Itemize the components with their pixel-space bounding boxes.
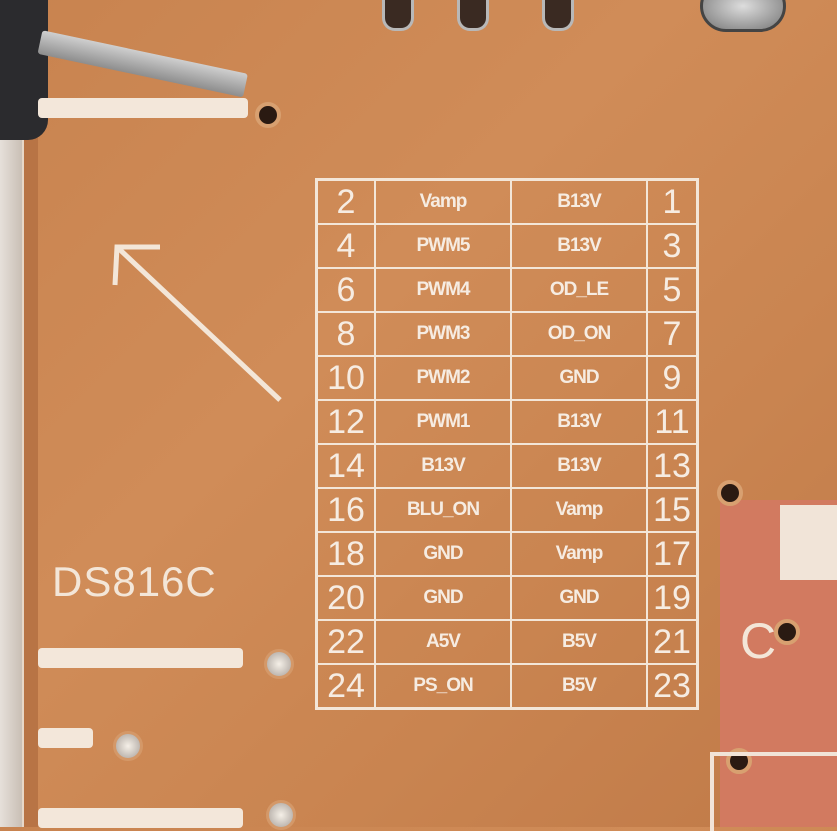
- signal-name: B13V: [510, 443, 648, 489]
- partial-label: C: [740, 613, 777, 669]
- signal-name: PWM1: [374, 399, 512, 445]
- solder-pad: [266, 800, 296, 830]
- pin-number: 1: [646, 178, 699, 225]
- board-label: DS816C: [52, 558, 217, 605]
- signal-name: B13V: [510, 178, 648, 225]
- mounting-hole: [255, 102, 281, 128]
- pin-number: 17: [646, 531, 699, 577]
- signal-name: B5V: [510, 619, 648, 665]
- via-hole: [774, 619, 800, 645]
- signal-name: PWM2: [374, 355, 512, 401]
- screw: [700, 0, 786, 32]
- component-lead: [382, 0, 414, 31]
- tool-blade: [37, 30, 248, 98]
- pin-number: 14: [315, 443, 376, 489]
- signal-name: GND: [374, 575, 512, 621]
- pin-number: 8: [315, 311, 376, 357]
- pin-number: 19: [646, 575, 699, 621]
- pin-number: 21: [646, 619, 699, 665]
- signal-name: PWM4: [374, 267, 512, 313]
- silkscreen-outline: [710, 752, 837, 831]
- silkscreen-block: [780, 505, 837, 580]
- signal-name: OD_LE: [510, 267, 648, 313]
- silkscreen-bar: [38, 808, 243, 828]
- tool-handle: [0, 0, 48, 140]
- pin-number: 16: [315, 487, 376, 533]
- pin-number: 7: [646, 311, 699, 357]
- pin-number: 15: [646, 487, 699, 533]
- arrow-icon: [112, 244, 282, 402]
- pin-number: 4: [315, 223, 376, 269]
- signal-name: OD_ON: [510, 311, 648, 357]
- silkscreen-bar: [38, 648, 243, 668]
- pin-number: 18: [315, 531, 376, 577]
- pin-number: 9: [646, 355, 699, 401]
- via-hole: [717, 480, 743, 506]
- signal-name: BLU_ON: [374, 487, 512, 533]
- signal-name: B13V: [510, 399, 648, 445]
- board-trace-edge: [22, 120, 38, 827]
- signal-name: A5V: [374, 619, 512, 665]
- signal-name: GND: [510, 355, 648, 401]
- signal-name: B13V: [374, 443, 512, 489]
- pin-number: 6: [315, 267, 376, 313]
- pin-number: 24: [315, 663, 376, 710]
- signal-name: Vamp: [510, 487, 648, 533]
- pin-number: 13: [646, 443, 699, 489]
- signal-name: Vamp: [510, 531, 648, 577]
- board-edge: [0, 0, 22, 827]
- pin-number: 5: [646, 267, 699, 313]
- component-lead: [457, 0, 489, 31]
- pin-number: 3: [646, 223, 699, 269]
- silkscreen-bar: [38, 98, 248, 118]
- solder-pad: [113, 731, 143, 761]
- pin-number: 2: [315, 178, 376, 225]
- signal-name: GND: [510, 575, 648, 621]
- signal-name: B5V: [510, 663, 648, 710]
- pin-number: 10: [315, 355, 376, 401]
- signal-name: B13V: [510, 223, 648, 269]
- signal-name: Vamp: [374, 178, 512, 225]
- signal-name: PWM5: [374, 223, 512, 269]
- signal-name: PS_ON: [374, 663, 512, 710]
- signal-name: PWM3: [374, 311, 512, 357]
- silkscreen-bar: [38, 728, 93, 748]
- pin-number: 20: [315, 575, 376, 621]
- signal-name: GND: [374, 531, 512, 577]
- solder-pad: [264, 649, 294, 679]
- pin-number: 22: [315, 619, 376, 665]
- component-lead: [542, 0, 574, 31]
- pin-number: 23: [646, 663, 699, 710]
- pin-number: 12: [315, 399, 376, 445]
- pin-number: 11: [646, 399, 699, 445]
